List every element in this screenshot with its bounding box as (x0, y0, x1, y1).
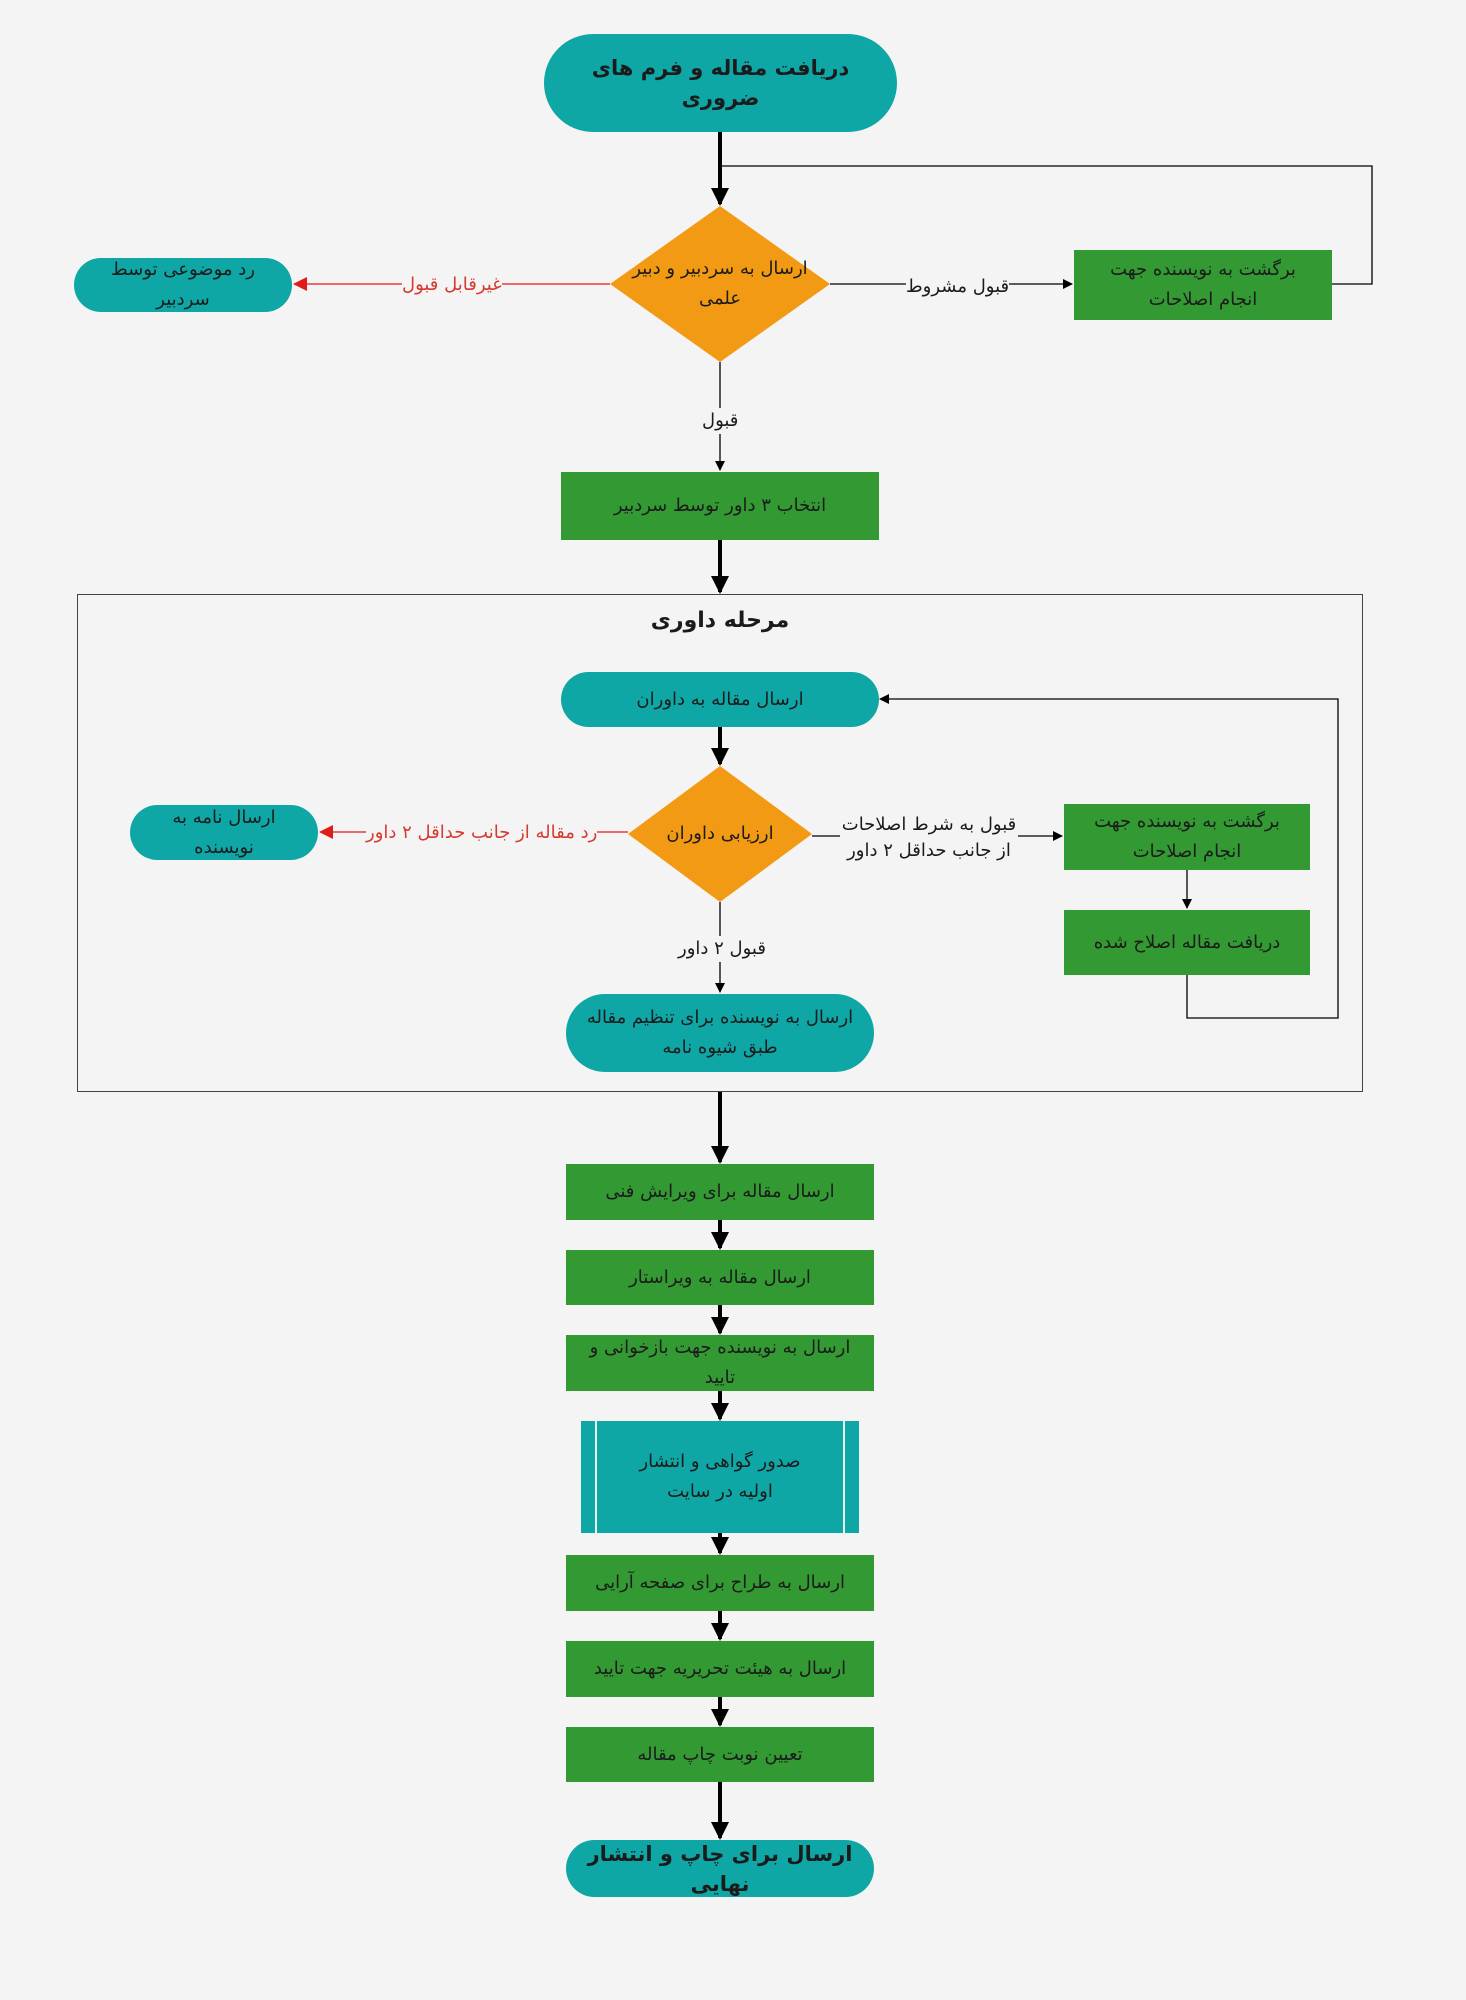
decision-reviewers-diamond (628, 766, 812, 902)
select-reviewers-node: انتخاب ۳ داور توسط سردبیر (561, 472, 879, 540)
edge-label-accept-2: قبول ۲ داور (678, 936, 766, 962)
to-board-node: ارسال به هیئت تحریریه جهت تایید (566, 1641, 874, 1697)
to-designer-node: ارسال به طراح برای صفحه آرایی (566, 1555, 874, 1611)
review-stage-title: مرحله داوری (650, 608, 790, 633)
final-node: ارسال برای چاپ و انتشار نهایی (566, 1840, 874, 1897)
edge-label-unacceptable: غیرقابل قبول (402, 272, 502, 298)
receive-revised-node: دریافت مقاله اصلاح شده (1064, 910, 1310, 975)
return-author-node-1: برگشت به نویسنده جهت انجام اصلاحات (1074, 250, 1332, 320)
format-per-guide-node: ارسال به نویسنده برای تنظیم مقاله طبق شی… (566, 994, 874, 1072)
send-to-reviewers-node: ارسال مقاله به داوران (561, 672, 879, 727)
edge-return1-loop (720, 165, 1373, 285)
editor-review-label: ارسال به سردبیر و دبیر علمی (632, 258, 808, 309)
edge-label-accept: قبول (702, 408, 739, 434)
edge-receive-loop (879, 694, 1339, 1019)
reviewer-evaluation-label: ارزیابی داوران (666, 823, 774, 844)
edge-label-conditional-accept: قبول مشروط (906, 274, 1010, 300)
technical-edit-node: ارسال مقاله برای ویرایش فنی (566, 1164, 874, 1220)
schedule-node: تعیین نوبت چاپ مقاله (566, 1727, 874, 1782)
author-proofread-node: ارسال به نویسنده جهت بازخوانی و تایید (566, 1335, 874, 1391)
topic-reject-node: رد موضوعی توسط سردبیر (74, 258, 292, 312)
start-node: دریافت مقاله و فرم های ضروری (544, 34, 897, 132)
letter-to-author-node: ارسال نامه به نویسنده (130, 805, 318, 860)
return-author-node-2: برگشت به نویسنده جهت انجام اصلاحات (1064, 804, 1310, 870)
edge-label-reject-min2: رد مقاله از جانب حداقل ۲ داور (366, 820, 598, 846)
to-editor-node: ارسال مقاله به ویراستار (566, 1250, 874, 1305)
decision-editor-diamond (610, 206, 830, 362)
edge-label-accept-with-revisions: قبول به شرط اصلاحات از جانب حداقل ۲ داور (840, 812, 1018, 864)
review-stage-frame (77, 594, 1363, 1092)
certificate-node: صدور گواهی و انتشار اولیه در سایت (581, 1421, 859, 1533)
